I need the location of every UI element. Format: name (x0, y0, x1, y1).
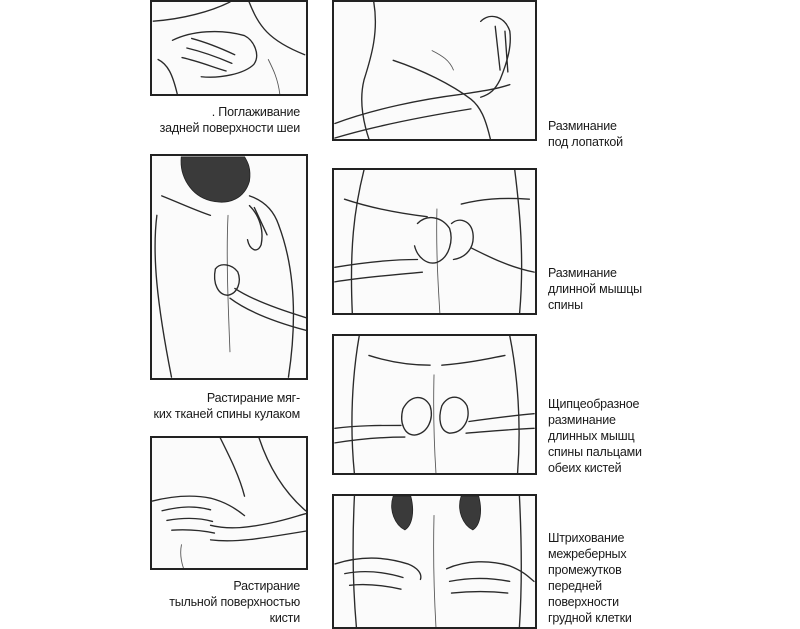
caption-line: грудной клетки (548, 611, 632, 625)
caption-line: Растирание мяг- (206, 391, 300, 405)
caption-line: Штрихование (548, 531, 625, 545)
caption-line: Растирание (233, 579, 300, 593)
caption-line: Щипцеобразное (548, 397, 640, 411)
caption-line: . Поглаживание (211, 105, 300, 119)
caption-line: Разминание (548, 119, 617, 133)
caption-line: разминание (548, 413, 616, 427)
caption-line: обеих кистей (548, 461, 622, 475)
caption-line: Разминание (548, 266, 617, 280)
caption-line: длинной мышцы (548, 282, 642, 296)
caption-kneading-under-shoulder-blade: Разминание под лопаткой (548, 118, 668, 150)
caption-pincer-kneading: Щипцеобразное разминание длинных мышц сп… (548, 396, 678, 476)
caption-back-of-hand-rubbing: Растирание тыльной поверхностью кисти (120, 578, 300, 626)
illustration-back-of-hand-rubbing (150, 436, 308, 570)
caption-neck-stroking: . Поглаживание задней поверхности шеи (140, 104, 301, 136)
illustration-intercostal-hatching (332, 494, 537, 629)
illustration-kneading-under-shoulder-blade (332, 0, 537, 141)
caption-intercostal-hatching: Штрихование межреберных промежутков пере… (548, 530, 678, 626)
caption-line: межреберных (548, 547, 627, 561)
caption-back-rubbing-fist: Растирание мяг- ких тканей спины кулаком (140, 390, 301, 422)
illustration-neck-stroking (150, 0, 308, 96)
caption-line: поверхности (548, 595, 619, 609)
illustration-back-rubbing-fist (150, 154, 308, 380)
caption-line: кисти (269, 611, 301, 625)
caption-line: под лопаткой (548, 135, 623, 149)
illustration-pincer-kneading (332, 334, 537, 475)
caption-long-back-muscle-kneading: Разминание длинной мышцы спины (548, 265, 668, 313)
caption-line: ких тканей спины кулаком (153, 407, 301, 421)
caption-line: передней (548, 579, 602, 593)
caption-line: задней поверхности шеи (159, 121, 301, 135)
caption-line: промежутков (548, 563, 622, 577)
illustration-long-back-muscle-kneading (332, 168, 537, 315)
caption-line: тыльной поверхностью (169, 595, 300, 609)
caption-line: спины (548, 298, 583, 312)
caption-line: длинных мышц (548, 429, 635, 443)
caption-line: спины пальцами (548, 445, 642, 459)
